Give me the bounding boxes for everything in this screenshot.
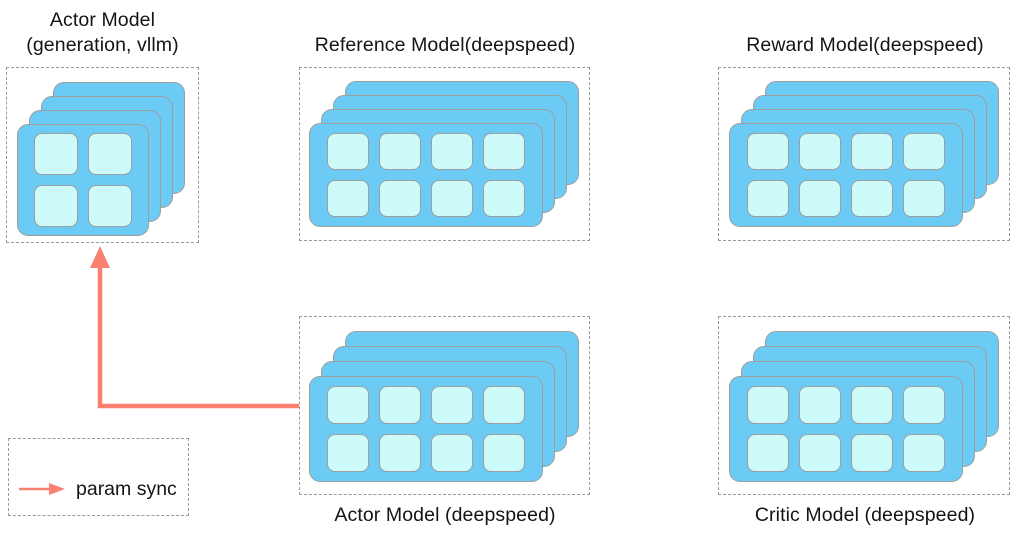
card-cell <box>379 133 421 170</box>
caption-actor-vllm: Actor Model (generation, vllm) <box>26 9 179 56</box>
card-cell <box>747 180 789 217</box>
caption-reference: Reference Model(deepspeed) <box>314 34 576 56</box>
param-sync-legend-arrow-icon <box>19 483 65 495</box>
card-cell <box>327 180 369 217</box>
card-cell <box>483 386 525 424</box>
card-stack-reward <box>729 81 1004 229</box>
card-cell <box>903 180 945 217</box>
card-cell <box>431 386 473 424</box>
card-stack-critic <box>729 331 1004 483</box>
group-box-reward[interactable] <box>718 67 1010 241</box>
card-cell <box>431 133 473 170</box>
card-cell <box>851 434 893 472</box>
legend-row: param sync <box>17 478 177 500</box>
caption-actor-deepspeed: Actor Model (deepspeed) <box>334 504 556 526</box>
card-cell <box>799 133 841 170</box>
card-layer-1 <box>729 123 963 227</box>
card-cell <box>799 180 841 217</box>
card-layer-1 <box>309 123 543 227</box>
card-cell <box>88 185 132 227</box>
group-box-reference[interactable] <box>299 67 590 241</box>
card-cell <box>851 180 893 217</box>
card-cell <box>483 180 525 217</box>
card-cell <box>903 133 945 170</box>
param-sync-arrow-line <box>97 264 299 409</box>
card-layer-1 <box>17 124 149 236</box>
card-cell <box>431 434 473 472</box>
card-cell <box>34 185 78 227</box>
card-cell <box>431 180 473 217</box>
card-cell <box>483 434 525 472</box>
card-stack-actor-deepspeed <box>309 331 584 483</box>
group-box-critic[interactable] <box>718 316 1010 495</box>
card-cell <box>903 434 945 472</box>
card-layer-1 <box>729 376 963 482</box>
card-cell <box>88 133 132 175</box>
card-cell <box>327 133 369 170</box>
card-cell <box>379 386 421 424</box>
card-cell <box>747 133 789 170</box>
card-cell <box>327 434 369 472</box>
caption-critic: Critic Model (deepspeed) <box>754 504 976 526</box>
card-stack-reference <box>309 81 584 229</box>
card-cell <box>747 434 789 472</box>
card-cell <box>851 386 893 424</box>
card-cell <box>379 434 421 472</box>
param-sync-arrow-head <box>90 246 110 268</box>
card-cell <box>327 386 369 424</box>
card-cell <box>34 133 78 175</box>
legend-label: param sync <box>76 478 177 500</box>
card-cell <box>379 180 421 217</box>
card-cell <box>799 434 841 472</box>
group-box-actor-deepspeed[interactable] <box>299 316 590 495</box>
card-cell <box>903 386 945 424</box>
card-cell <box>799 386 841 424</box>
legend-box <box>8 438 189 516</box>
caption-reward: Reward Model(deepspeed) <box>746 34 984 56</box>
card-layer-1 <box>309 376 543 482</box>
card-cell <box>483 133 525 170</box>
card-cell <box>851 133 893 170</box>
group-box-actor-vllm[interactable] <box>6 67 199 243</box>
card-stack-actor-vllm <box>17 82 192 236</box>
card-cell <box>747 386 789 424</box>
